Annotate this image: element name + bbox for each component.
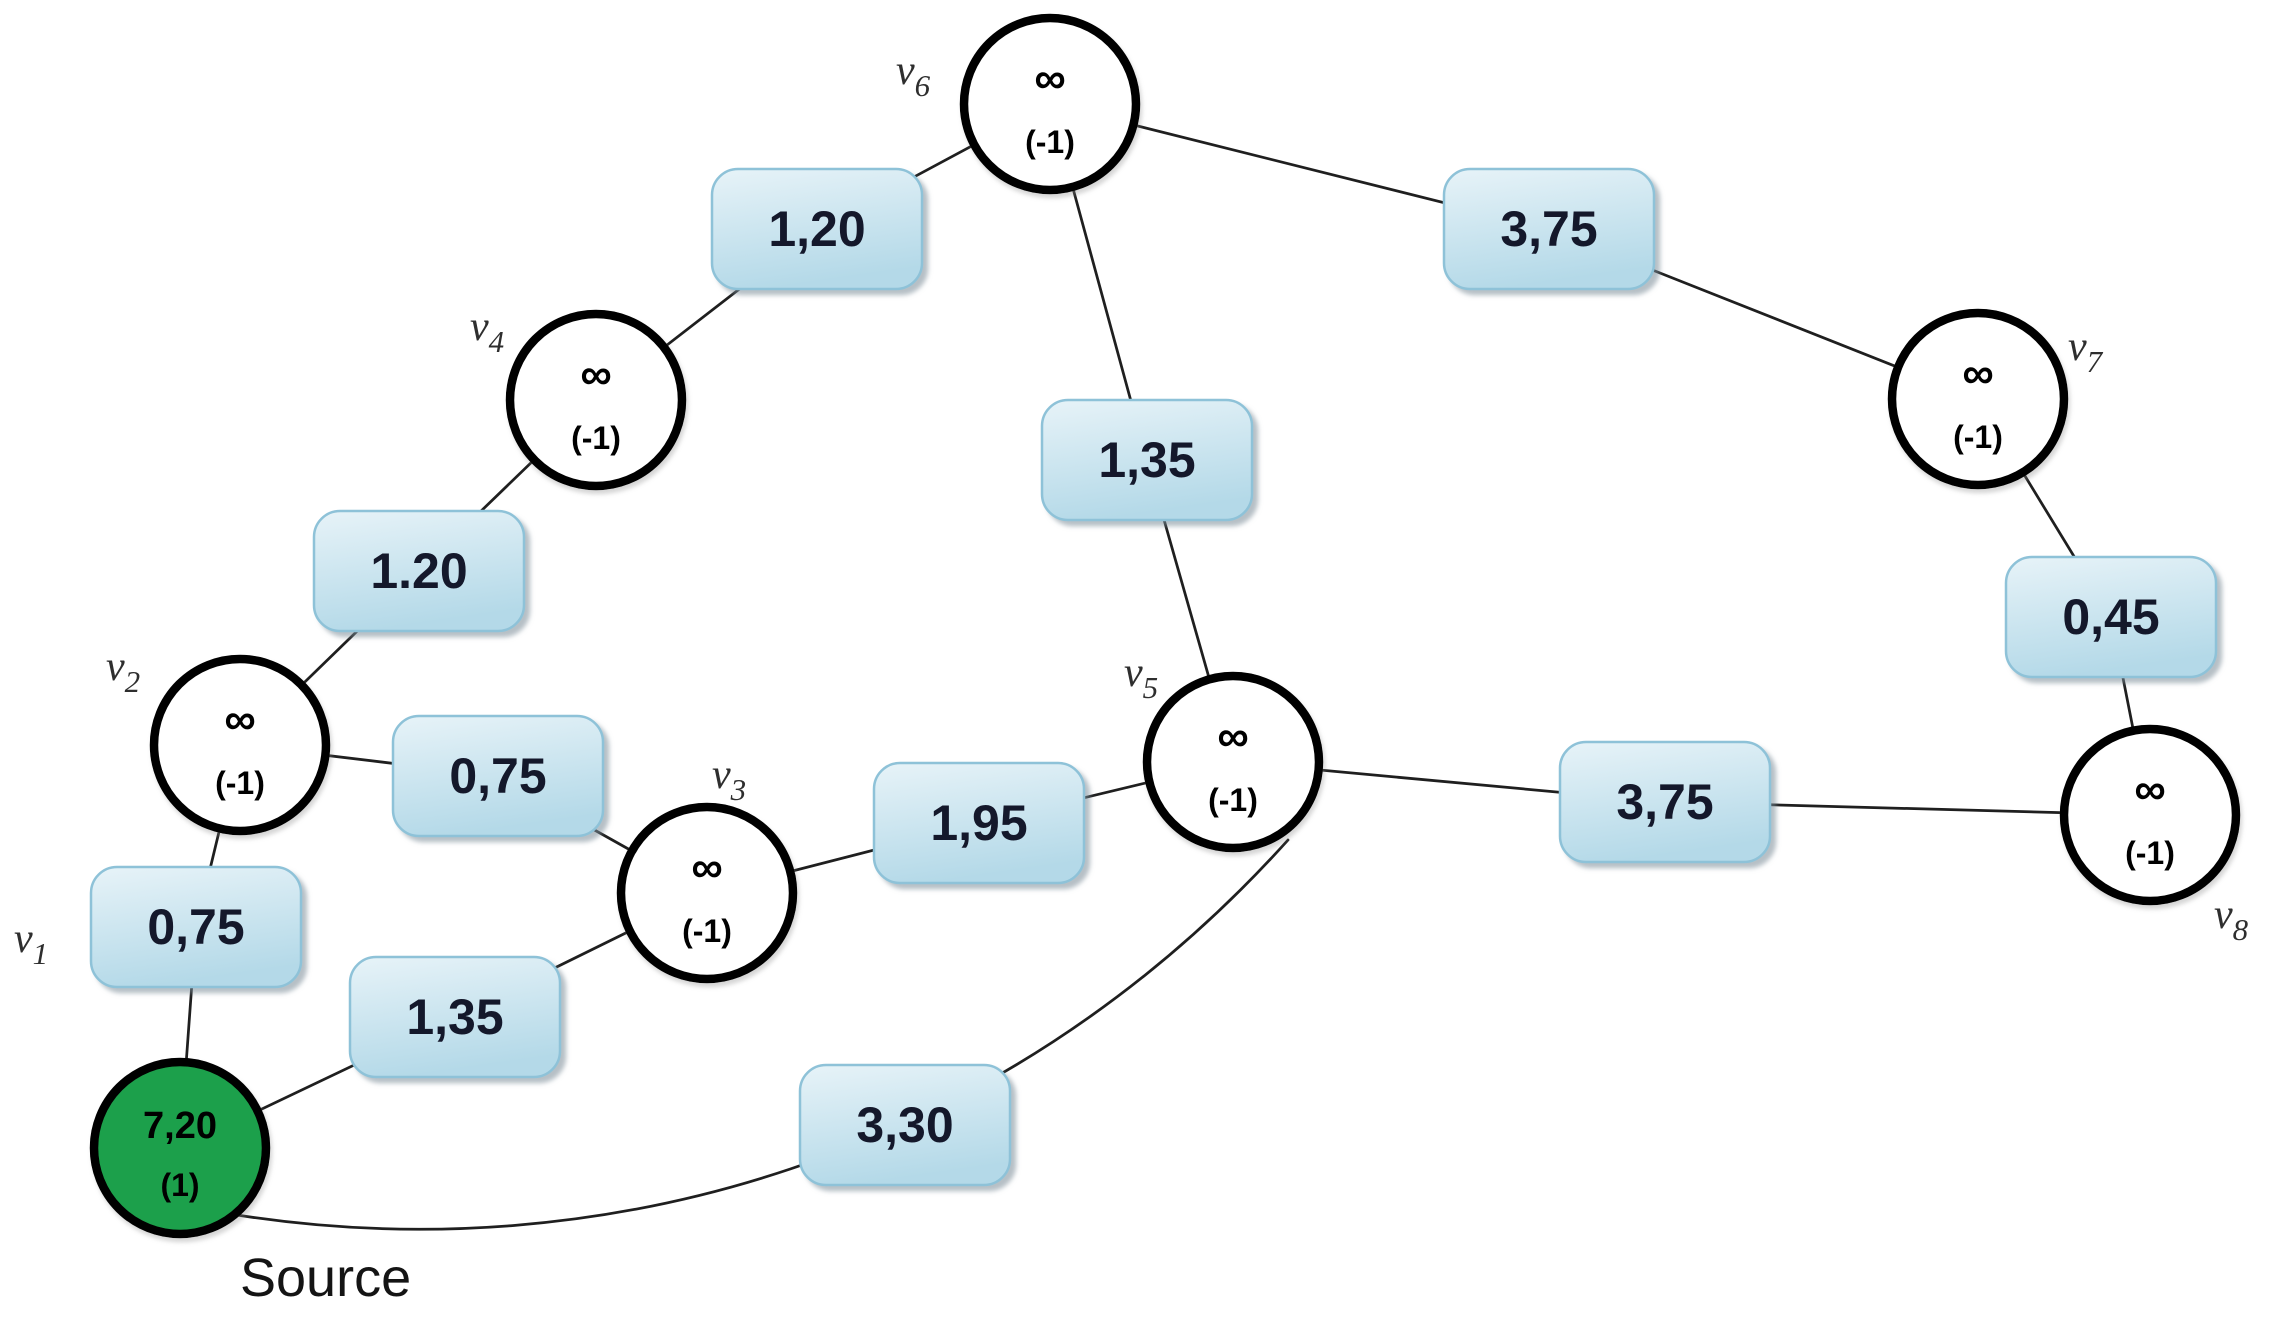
node-v4-circle xyxy=(505,309,687,491)
node-v6: ∞ (-1) xyxy=(959,13,1141,195)
edge-label-v2-v3: 0,75 xyxy=(391,714,605,838)
edge-weight-v3-v5: 1,95 xyxy=(930,795,1027,851)
node-v5-circle xyxy=(1142,671,1324,853)
node-name-labels: v1 v2 v3 v4 v5 v6 v7 v8 xyxy=(14,48,2249,971)
edge-labels: 0,75 1.20 1,20 3,75 0,45 3,75 0,75 1,35 xyxy=(89,167,2218,1187)
node-v4-predecessor: (-1) xyxy=(571,420,621,456)
node-v8-predecessor: (-1) xyxy=(2125,835,2175,871)
edge-label-v6-v5: 1,35 xyxy=(1040,398,1254,522)
node-v1-predecessor: (1) xyxy=(160,1167,199,1203)
node-v1: 7,20 (1) xyxy=(89,1057,271,1239)
node-v5-predecessor: (-1) xyxy=(1208,782,1258,818)
node-label-v5: v5 xyxy=(1124,650,1158,705)
edge-weight-v6-v7: 3,75 xyxy=(1500,201,1597,257)
node-v5-distance: ∞ xyxy=(1217,712,1248,761)
node-v5: ∞ (-1) xyxy=(1142,671,1324,853)
edge-label-box-v1-v3 xyxy=(348,955,562,1079)
edge-label-v3-v5: 1,95 xyxy=(872,761,1086,885)
node-v2-distance: ∞ xyxy=(224,695,255,744)
edge-label-v6-v7: 3,75 xyxy=(1442,167,1656,291)
node-v6-predecessor: (-1) xyxy=(1025,124,1075,160)
node-v3-distance: ∞ xyxy=(691,843,722,892)
node-v2-predecessor: (-1) xyxy=(215,765,265,801)
edge-label-v4-v6: 1,20 xyxy=(710,167,924,291)
edge-label-v7-v8: 0,45 xyxy=(2004,555,2218,679)
edge-weight-v1-v5: 3,30 xyxy=(856,1097,953,1153)
edge-label-box-v7-v8 xyxy=(2004,555,2218,679)
node-v1-distance: 7,20 xyxy=(143,1105,217,1147)
edge-label-box-v6-v7 xyxy=(1442,167,1656,291)
edge-weight-v6-v5: 1,35 xyxy=(1098,432,1195,488)
node-v7-circle xyxy=(1887,308,2069,490)
node-v7-distance: ∞ xyxy=(1962,349,1993,398)
nodes: 7,20 (1) ∞ (-1) ∞ (-1) ∞ (-1) ∞ (-1) ∞ (… xyxy=(89,13,2241,1239)
edge-weight-v7-v8: 0,45 xyxy=(2062,589,2159,645)
node-v3-predecessor: (-1) xyxy=(682,913,732,949)
edge-weight-v2-v3: 0,75 xyxy=(449,748,546,804)
edge-label-box-v6-v5 xyxy=(1040,398,1254,522)
edge-weight-v2-v4: 1.20 xyxy=(370,543,467,599)
node-label-v7: v7 xyxy=(2068,324,2104,379)
edge-label-box-v2-v4 xyxy=(312,509,526,633)
edge-label-box-v2-v3 xyxy=(391,714,605,838)
edge-label-v1-v5: 3,30 xyxy=(798,1063,1012,1187)
node-v7: ∞ (-1) xyxy=(1887,308,2069,490)
edge-label-v1-v3: 1,35 xyxy=(348,955,562,1079)
edge-label-v2-v4: 1.20 xyxy=(312,509,526,633)
source-caption: Source xyxy=(240,1248,411,1308)
node-v4: ∞ (-1) xyxy=(505,309,687,491)
edge-label-box-v5-v8 xyxy=(1558,740,1772,864)
node-label-v8: v8 xyxy=(2214,892,2249,947)
edge-label-box-v4-v6 xyxy=(710,167,924,291)
edge-weight-v1-v2: 0,75 xyxy=(147,899,244,955)
node-label-v3: v3 xyxy=(712,752,746,807)
edge-label-v1-v2: 0,75 xyxy=(89,865,303,989)
node-v8-circle xyxy=(2059,724,2241,906)
edge-weight-v4-v6: 1,20 xyxy=(768,201,865,257)
node-label-v6: v6 xyxy=(896,48,931,103)
node-label-v2: v2 xyxy=(106,644,140,699)
node-label-v1: v1 xyxy=(14,916,48,971)
edge-label-v5-v8: 3,75 xyxy=(1558,740,1772,864)
edge-label-box-v3-v5 xyxy=(872,761,1086,885)
edge-weight-v1-v3: 1,35 xyxy=(406,989,503,1045)
node-v8: ∞ (-1) xyxy=(2059,724,2241,906)
node-label-v4: v4 xyxy=(470,304,504,359)
node-v2-circle xyxy=(149,654,331,836)
edge-label-box-v1-v2 xyxy=(89,865,303,989)
edge-weight-v5-v8: 3,75 xyxy=(1616,774,1713,830)
node-v7-predecessor: (-1) xyxy=(1953,419,2003,455)
node-v6-distance: ∞ xyxy=(1034,54,1065,103)
node-v3-circle xyxy=(616,802,798,984)
node-v4-distance: ∞ xyxy=(580,350,611,399)
node-v8-distance: ∞ xyxy=(2134,765,2165,814)
edge-label-box-v1-v5 xyxy=(798,1063,1012,1187)
node-v3: ∞ (-1) xyxy=(616,802,798,984)
node-v6-circle xyxy=(959,13,1141,195)
node-v1-circle xyxy=(89,1057,271,1239)
node-v2: ∞ (-1) xyxy=(149,654,331,836)
edge-v1-v5-curve xyxy=(235,838,1290,1231)
